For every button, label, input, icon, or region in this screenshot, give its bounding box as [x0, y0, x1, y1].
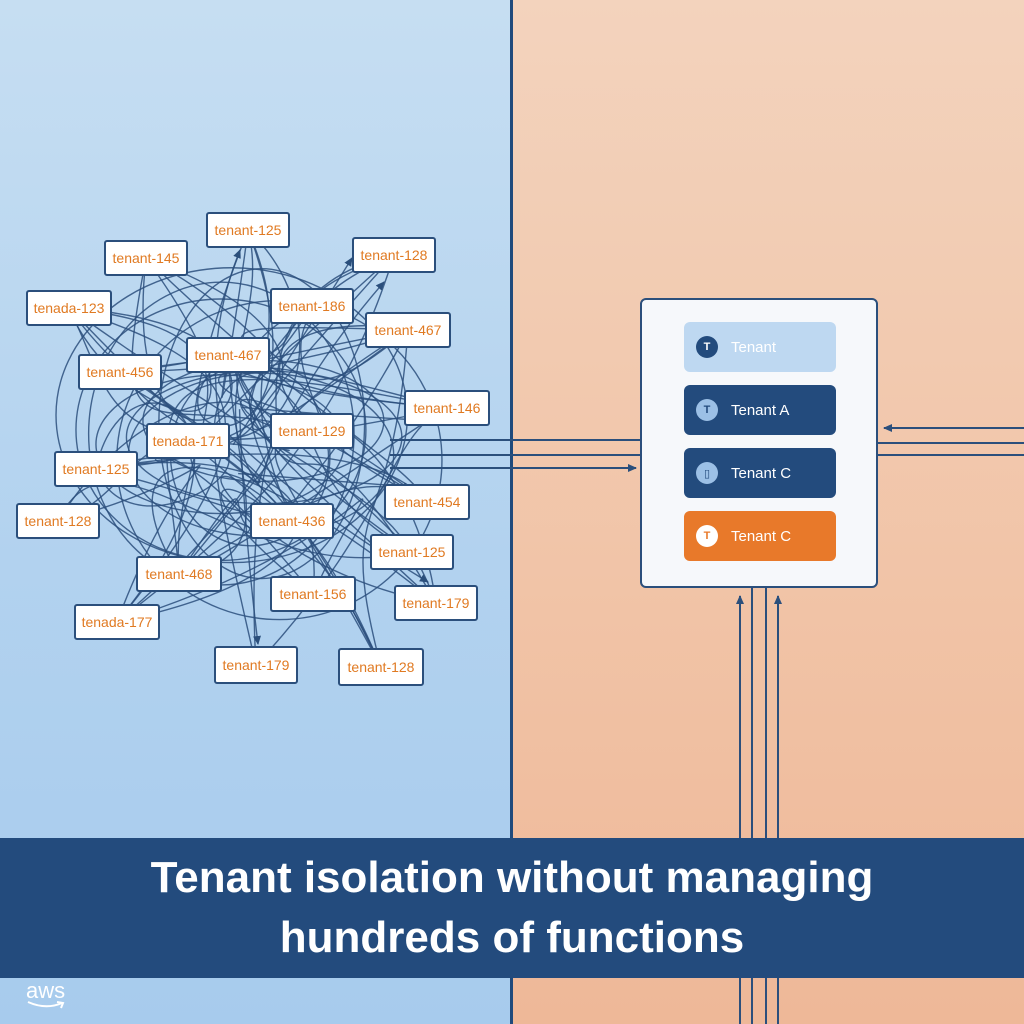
- tenant-tag: tenant-125: [54, 451, 138, 487]
- banner-title-line-2: hundreds of functions: [279, 913, 745, 962]
- tenant-row[interactable]: ▯ Tenant C: [684, 448, 836, 498]
- tenant-badge-icon: T: [696, 525, 718, 547]
- tangle-line-16: [217, 329, 428, 503]
- tenant-row[interactable]: T Tenant C: [684, 511, 836, 561]
- aws-logo-text: aws: [26, 978, 66, 1003]
- tenant-tag: tenant-125: [206, 212, 290, 248]
- tenant-tag: tenant-179: [214, 646, 298, 684]
- tenant-tag: tenant-128: [16, 503, 100, 539]
- tenant-tag: tenant-179: [394, 585, 478, 621]
- tenant-tag: tenant-467: [186, 337, 270, 373]
- tangle-line-78: [238, 409, 261, 645]
- tangle-line-30: [131, 257, 313, 432]
- tenant-tag: tenada-177: [74, 604, 160, 640]
- tenant-tag: tenada-123: [26, 290, 112, 326]
- tenant-row-label: Tenant: [731, 338, 777, 356]
- tenant-tag: tenant-156: [270, 576, 356, 612]
- tenant-row-label: Tenant C: [731, 464, 792, 482]
- tenant-tag: tenant-129: [270, 413, 354, 449]
- tenant-row[interactable]: T Tenant: [684, 322, 836, 372]
- tenant-row-label: Tenant A: [731, 401, 790, 419]
- tenant-router-box: T Tenant T Tenant A ▯ Tenant C T Tenant …: [640, 298, 878, 588]
- tangle-line-38: [57, 482, 413, 559]
- tangle-line-74: [232, 257, 353, 446]
- tangle-line-20: [227, 254, 395, 436]
- tangled-connections: [55, 229, 448, 668]
- tenant-tag: tenant-145: [104, 240, 188, 276]
- tenant-row[interactable]: T Tenant A: [684, 385, 836, 435]
- tenant-tag: tenant-128: [352, 237, 436, 273]
- title-banner: Tenant isolation without managing hundre…: [0, 838, 1024, 978]
- tangle-line-28: [178, 440, 251, 575]
- tenant-badge-icon: T: [696, 336, 718, 358]
- tenant-tag: tenant-146: [404, 390, 490, 426]
- aws-logo: aws: [26, 978, 66, 1009]
- banner-title-line-1: Tenant isolation without managing: [150, 853, 874, 902]
- tangle-line-72: [75, 298, 367, 562]
- tenant-tag: tenant-128: [338, 648, 424, 686]
- tangle-line-43: [220, 475, 437, 604]
- tenant-tag: tenant-468: [136, 556, 222, 592]
- tenant-tag: tenant-467: [365, 312, 451, 348]
- tenant-tag: tenant-454: [384, 484, 470, 520]
- tenant-badge-icon: T: [696, 399, 718, 421]
- tangle-line-70: [125, 370, 403, 505]
- tenant-tag: tenant-436: [250, 503, 334, 539]
- tangle-line-68: [116, 299, 443, 621]
- tangle-line-54: [227, 354, 437, 604]
- tangle-line-71: [158, 268, 366, 580]
- tangle-line-44: [240, 398, 428, 553]
- tangle-line-15: [362, 329, 409, 668]
- tenant-tag: tenant-125: [370, 534, 454, 570]
- tangle-line-10: [68, 307, 209, 575]
- panel-divider: [510, 0, 513, 1024]
- tenant-tag: tenada-171: [146, 423, 230, 459]
- aws-smile-icon: [27, 1001, 65, 1009]
- tenant-tag: tenant-186: [270, 288, 354, 324]
- tenant-tag: tenant-456: [78, 354, 162, 390]
- tangle-line-57: [95, 402, 196, 623]
- tangle-line-66: [169, 363, 331, 547]
- tenant-row-label: Tenant C: [731, 527, 792, 545]
- tenant-badge-icon: ▯: [696, 462, 718, 484]
- tangle-line-75: [256, 281, 385, 486]
